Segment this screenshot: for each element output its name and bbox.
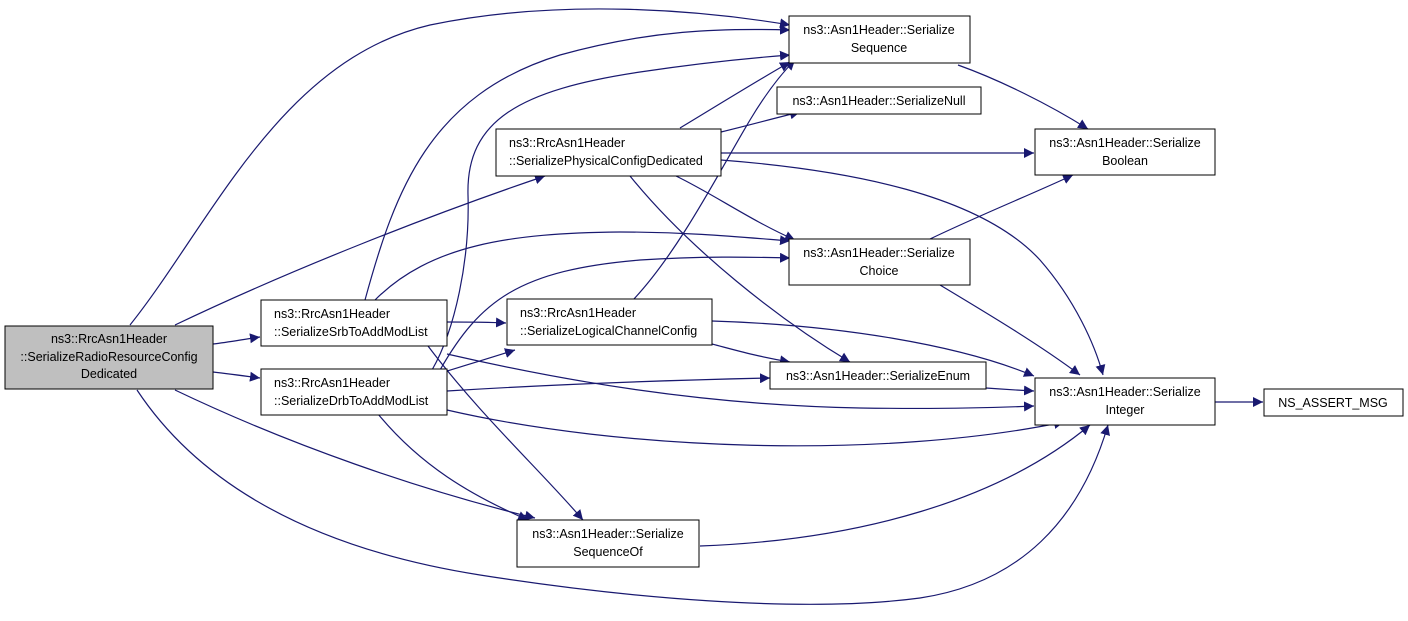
node-serialize-physical-config-dedicated[interactable]: ns3::RrcAsn1Header ::SerializePhysicalCo…	[495, 128, 722, 177]
node-label-line: ns3::Asn1Header::Serialize	[803, 23, 955, 37]
node-label-line: NS_ASSERT_MSG	[1278, 396, 1388, 410]
node-label-line: Integer	[1106, 403, 1145, 417]
node-label-line: ns3::Asn1Header::SerializeNull	[792, 94, 965, 108]
node-label-line: SequenceOf	[573, 545, 643, 559]
edge-phys-sequence	[679, 61, 791, 129]
node-serialize-enum[interactable]: ns3::Asn1Header::SerializeEnum	[769, 361, 987, 390]
edge-drb-sequence	[431, 50, 791, 371]
node-label-line: ns3::RrcAsn1Header	[520, 306, 636, 320]
node-serialize-choice[interactable]: ns3::Asn1Header::Serialize Choice	[788, 238, 971, 286]
edge-drb-integer	[446, 409, 1065, 447]
edge-root-sequence	[129, 8, 791, 326]
edge-srb-choice	[374, 231, 791, 301]
node-label-line: ::SerializeLogicalChannelConfig	[520, 324, 697, 338]
node-label-line: ns3::Asn1Header::SerializeEnum	[786, 369, 970, 383]
edges	[129, 8, 1263, 605]
node-label-line: Sequence	[851, 41, 907, 55]
node-label-line: ::SerializePhysicalConfigDedicated	[509, 154, 703, 168]
node-label-line: ns3::RrcAsn1Header	[51, 332, 167, 346]
node-label-line: ::SerializeRadioResourceConfig	[20, 350, 197, 364]
edge-drb-logical	[446, 348, 516, 372]
edge-phys-choice	[675, 175, 796, 241]
node-label-line: ::SerializeDrbToAddModList	[274, 394, 429, 408]
edge-phys-integer	[720, 159, 1106, 376]
node-ns-assert-msg[interactable]: NS_ASSERT_MSG	[1263, 388, 1404, 417]
node-label-line: ns3::Asn1Header::Serialize	[1049, 136, 1201, 150]
node-label-line: ns3::RrcAsn1Header	[509, 136, 625, 150]
edge-phys-enum	[629, 175, 851, 363]
edge-logical-sequence	[632, 59, 796, 301]
node-label-line: ns3::RrcAsn1Header	[274, 307, 390, 321]
edge-root-integer	[136, 389, 1110, 605]
edge-drb-choice	[439, 252, 791, 371]
node-serialize-sequence[interactable]: ns3::Asn1Header::Serialize Sequence	[788, 15, 971, 64]
edge-seqof-integer	[699, 424, 1091, 547]
edge-sequence-boolean	[957, 64, 1089, 130]
edge-srb-integer	[446, 353, 1035, 412]
edge-root-seqof	[174, 389, 536, 521]
edge-srb-sequence	[364, 24, 791, 301]
node-label-line: Choice	[860, 264, 899, 278]
edge-enum-integer	[985, 385, 1035, 396]
node-serialize-boolean[interactable]: ns3::Asn1Header::Serialize Boolean	[1034, 128, 1216, 176]
edge-choice-boolean	[929, 174, 1074, 240]
edge-choice-integer	[939, 284, 1081, 376]
node-serialize-sequence-of[interactable]: ns3::Asn1Header::Serialize SequenceOf	[516, 519, 700, 568]
edge-logical-enum	[711, 343, 791, 366]
node-label-line: ns3::RrcAsn1Header	[274, 376, 390, 390]
node-label-line: ns3::Asn1Header::Serialize	[1049, 385, 1201, 399]
node-serialize-radio-resource-config-dedicated[interactable]: ns3::RrcAsn1Header ::SerializeRadioResou…	[4, 325, 214, 390]
node-label-line: ns3::Asn1Header::Serialize	[803, 246, 955, 260]
node-label-line: Dedicated	[81, 367, 137, 381]
node-serialize-logical-channel-config[interactable]: ns3::RrcAsn1Header ::SerializeLogicalCha…	[506, 298, 713, 346]
edge-logical-integer	[711, 320, 1035, 377]
edge-drb-enum	[446, 373, 771, 392]
node-serialize-null[interactable]: ns3::Asn1Header::SerializeNull	[776, 86, 982, 115]
edge-srb-logical	[446, 317, 507, 328]
edge-drb-seqof	[377, 413, 529, 521]
node-label-line: ns3::Asn1Header::Serialize	[532, 527, 684, 541]
node-label-line: Boolean	[1102, 154, 1148, 168]
node-serialize-integer[interactable]: ns3::Asn1Header::Serialize Integer	[1034, 377, 1216, 426]
edge-root-phys	[174, 174, 546, 326]
edge-srb-seqof	[427, 345, 584, 521]
edge-root-drb	[212, 371, 261, 382]
edge-phys-null	[720, 109, 801, 133]
node-serialize-drb-to-add-mod-list[interactable]: ns3::RrcAsn1Header ::SerializeDrbToAddMo…	[260, 368, 448, 416]
node-serialize-srb-to-add-mod-list[interactable]: ns3::RrcAsn1Header ::SerializeSrbToAddMo…	[260, 299, 448, 347]
edge-root-srb	[212, 333, 261, 345]
node-label-line: ::SerializeSrbToAddModList	[274, 325, 428, 339]
